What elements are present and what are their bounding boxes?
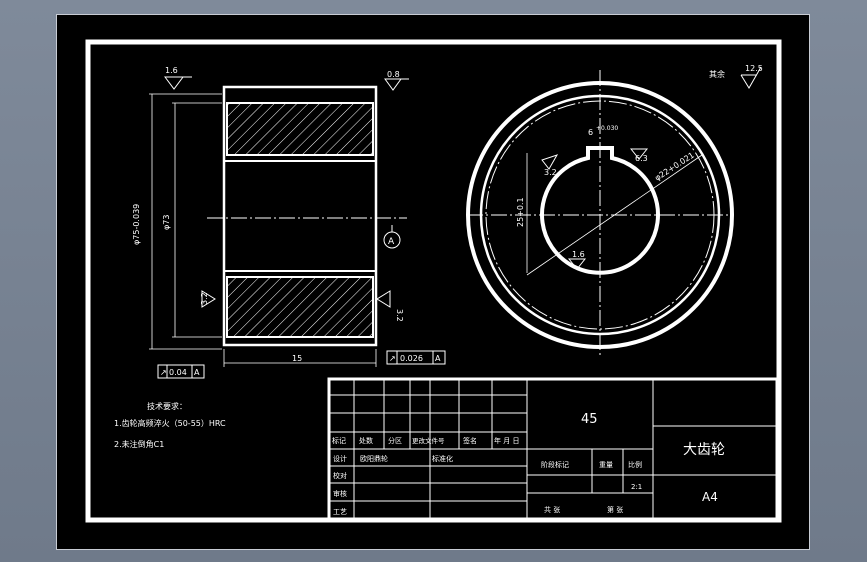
sheets-total: 共 张	[544, 505, 560, 514]
general-roughness-value: 12.5	[745, 64, 763, 73]
notes-heading: 技术要求：	[147, 401, 187, 411]
part-name: 大齿轮	[683, 442, 725, 458]
front-view: φ75-0.039 φ73 15 1.6 0.8 3.2 3.2 A ↗ 0.0…	[132, 66, 446, 379]
side-view: 25+0.1 6 +0.030 φ22+0.021 6.3 3.2 1.6	[466, 70, 734, 355]
roughness-symbol	[629, 148, 649, 160]
note-1: 1.齿轮高频淬火（50-55）HRC	[114, 418, 226, 428]
roughness-symbol	[164, 76, 192, 90]
roughness-symbol	[740, 66, 762, 89]
header-count: 处数	[359, 436, 373, 445]
roughness-symbol	[384, 78, 409, 91]
top-rim-hatch	[226, 102, 374, 156]
roughness-left: 3.2	[544, 168, 557, 177]
roughness-top-right: 0.8	[387, 70, 400, 79]
roughness-bottom: 1.6	[572, 250, 585, 259]
sheet-size: A4	[702, 490, 718, 504]
material: 45	[581, 412, 598, 427]
header-date: 年 月 日	[494, 436, 519, 445]
row-process: 工艺	[333, 508, 347, 516]
roughness-side-left: 3.2	[200, 292, 209, 305]
runout-frame-right: ↗ 0.026 A	[386, 350, 446, 365]
roughness-symbol	[567, 258, 587, 270]
bore-with-keyway	[540, 146, 660, 275]
row-review: 审核	[333, 489, 347, 498]
width-dim: 15	[292, 354, 302, 363]
sheet-number: 第 张	[607, 505, 623, 514]
roughness-symbol	[376, 290, 391, 308]
roughness-side-right: 3.2	[395, 309, 404, 322]
runout-frame-bottom: ↗ 0.04 A	[157, 364, 205, 379]
scale-value: 2:1	[631, 483, 642, 491]
roughness-key: 6.3	[635, 154, 648, 163]
svg-text:↗: ↗	[160, 368, 167, 377]
weight-label: 重量	[599, 461, 613, 469]
general-roughness-label: 其余	[709, 69, 725, 79]
header-signature: 签名	[463, 436, 477, 445]
svg-text:↗: ↗	[389, 354, 396, 363]
note-2: 2.未注倒角C1	[114, 439, 164, 449]
svg-text:A: A	[194, 368, 200, 377]
bore-diameter-dim: φ73	[162, 215, 171, 230]
header-change-doc: 更改文件号	[412, 436, 445, 445]
header-mark: 标记	[332, 436, 346, 445]
roughness-symbol	[541, 154, 559, 170]
runout-right-value: 0.026	[400, 354, 423, 363]
svg-text:A: A	[435, 354, 441, 363]
title-block: 标记 处数 分区 更改文件号 签名 年 月 日 设计 欧阳鼎轮 标准化 校对 审…	[327, 377, 779, 521]
scale-label: 比例	[628, 460, 642, 469]
stage-mark: 阶段标记	[541, 460, 569, 469]
bottom-rim-hatch	[226, 276, 374, 338]
row-design: 设计	[333, 454, 347, 463]
standardized-label: 标准化	[432, 454, 453, 463]
datum-label: A	[388, 237, 395, 247]
gear-body-outline	[222, 85, 378, 347]
runout-bottom-value: 0.04	[169, 368, 187, 377]
designer-name: 欧阳鼎轮	[360, 454, 388, 463]
key-depth-dim: 25+0.1	[516, 197, 525, 227]
outer-diameter-dim: φ75-0.039	[132, 204, 141, 245]
roughness-symbol	[201, 290, 216, 308]
general-roughness: 其余 12.5	[709, 64, 763, 89]
roughness-top-left: 1.6	[165, 66, 178, 75]
drawing-viewport[interactable]: 其余 12.5 φ75-0.039 φ73 15 1.6 0.8 3.2 3.2	[56, 14, 810, 550]
engineering-drawing: 其余 12.5 φ75-0.039 φ73 15 1.6 0.8 3.2 3.2	[85, 39, 782, 523]
hub-diameter-dim: φ22+0.021	[653, 151, 696, 183]
keyway-tolerance: +0.030	[596, 125, 618, 132]
keyway-width-dim: 6	[588, 128, 593, 137]
header-zone: 分区	[388, 436, 402, 445]
row-check: 校对	[333, 471, 347, 480]
technical-notes: 技术要求： 1.齿轮高频淬火（50-55）HRC 2.未注倒角C1	[114, 401, 226, 449]
